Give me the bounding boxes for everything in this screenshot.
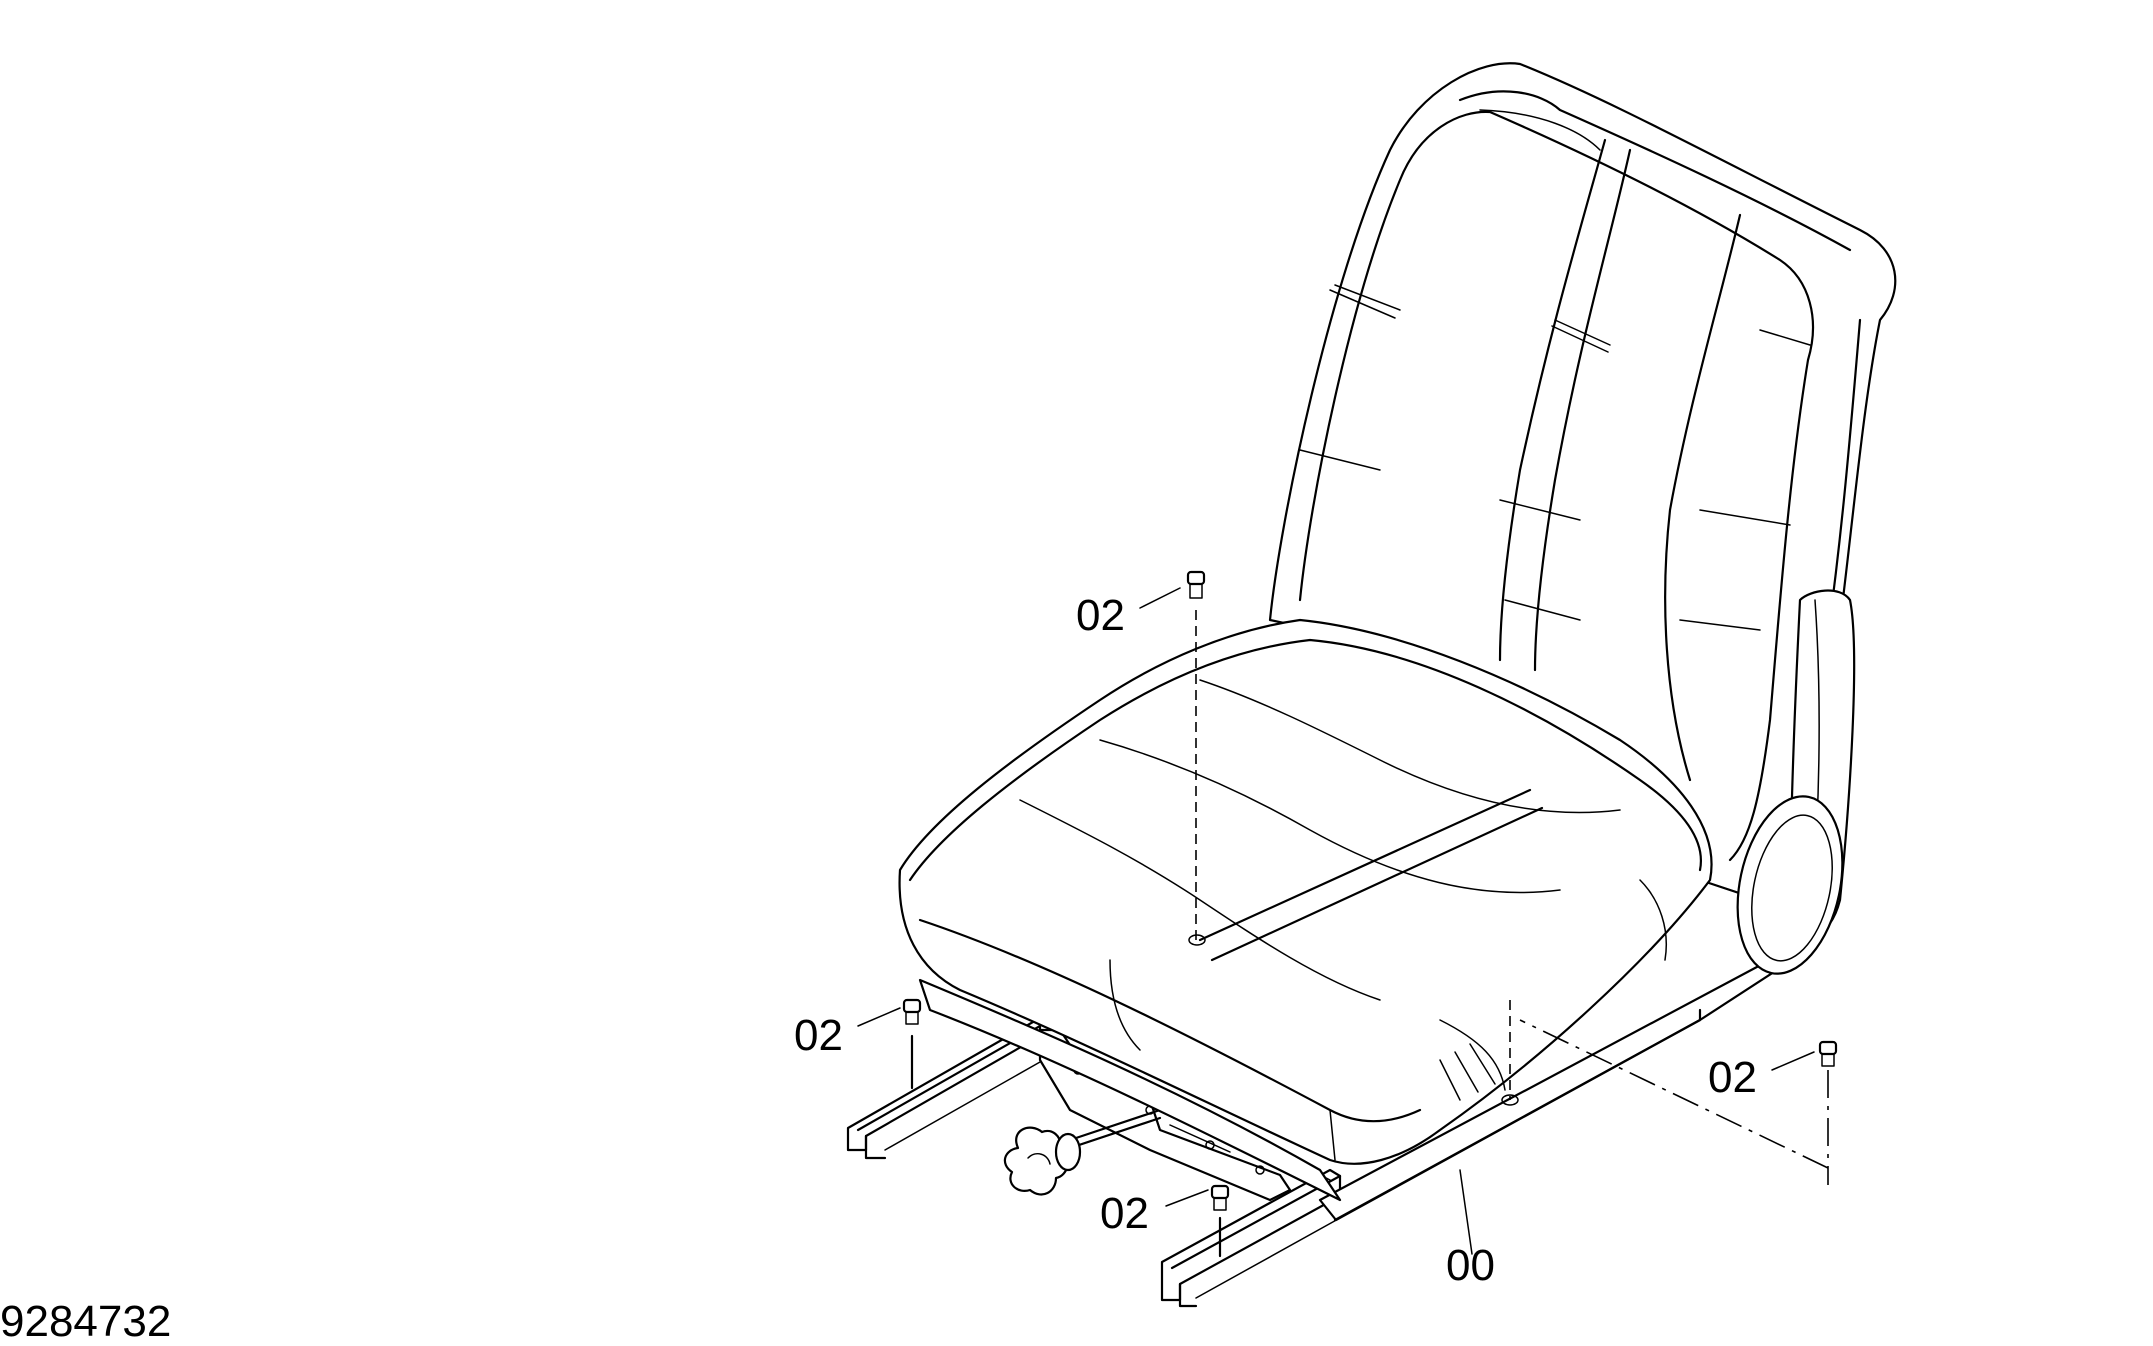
bolt-rear <box>1501 1000 1838 1185</box>
seat-cushion <box>898 618 1713 1202</box>
callout-02-rear: 02 <box>1708 1053 1757 1102</box>
bolt-right-rail <box>1210 1184 1230 1258</box>
adjustment-knob <box>1003 1108 1162 1196</box>
callout-02-left-rail: 02 <box>794 1011 843 1060</box>
bolt-left-rail <box>902 998 922 1090</box>
callout-02-top: 02 <box>1076 591 1125 640</box>
bolt-top <box>1186 570 1206 946</box>
right-slide-rail <box>1160 1168 1342 1308</box>
callout-00-seat: 00 <box>1446 1241 1495 1290</box>
callout-02-right-rail: 02 <box>1100 1189 1149 1238</box>
document-number: 9284732 <box>0 1297 172 1346</box>
recline-handwheel <box>1736 795 1844 975</box>
leader-lines <box>857 587 1815 1255</box>
